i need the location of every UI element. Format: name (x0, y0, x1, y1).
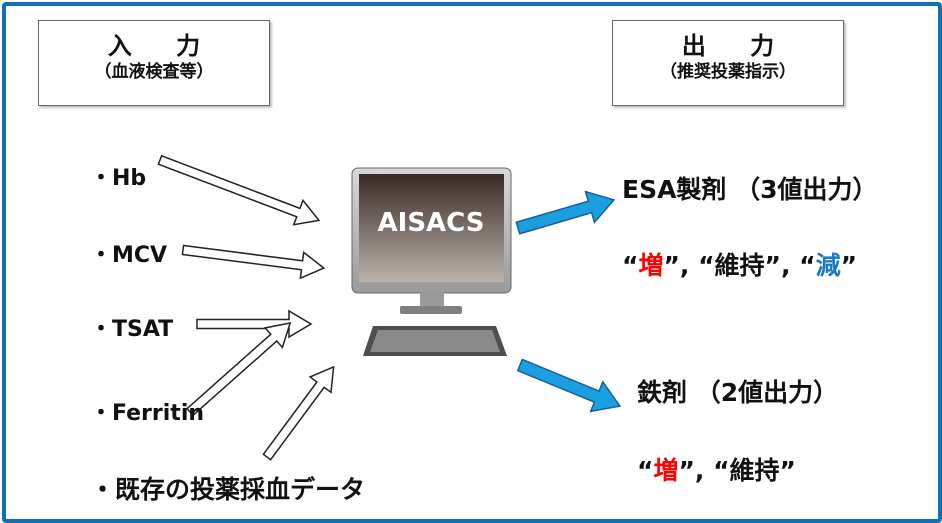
input-item-hb: ・Hb (90, 166, 147, 191)
input-header-subtitle: （血液検査等） (94, 62, 214, 82)
input-arrow-hb (157, 154, 321, 226)
output-header-box: 出 力 （推奨投薬指示） (612, 20, 844, 106)
iron-value-increase: 増 (653, 456, 679, 485)
input-item-mcv: ・MCV (90, 243, 168, 268)
iron-value-maintain: 維持 (729, 456, 780, 485)
input-item-ferritin: ・Ferritin (90, 401, 205, 426)
computer-screen-label: AISACS (377, 208, 485, 238)
input-item-tsat: ・TSAT (90, 317, 174, 342)
esa-value-maintain: 維持 (714, 251, 765, 280)
esa-value-increase: 増 (638, 251, 664, 280)
output-arrow-iron (516, 358, 622, 413)
input-arrow-tsat (196, 309, 313, 339)
iron-output-label: 鉄剤 （2値出力） (637, 378, 839, 407)
esa-output-label: ESA製剤 （3値出力） (622, 175, 878, 204)
input-header-title: 入 力 (107, 32, 219, 60)
input-item-existing-data: ・既存の投薬採血データ (90, 475, 366, 504)
esa-output-values: “増”, “維持”, “減” (622, 251, 858, 280)
input-header-box: 入 力 （血液検査等） (38, 20, 270, 106)
output-arrow-esa (515, 190, 616, 235)
output-header-title: 出 力 (681, 32, 793, 60)
input-arrow-ferritin (185, 322, 292, 417)
esa-value-decrease: 減 (815, 251, 841, 280)
output-header-subtitle: （推奨投薬指示） (660, 62, 796, 82)
input-arrow-mcv (181, 244, 326, 280)
iron-output-values: “増”, “維持” (637, 456, 796, 485)
input-arrow-existing-data (262, 365, 335, 461)
computer-icon (351, 167, 512, 356)
